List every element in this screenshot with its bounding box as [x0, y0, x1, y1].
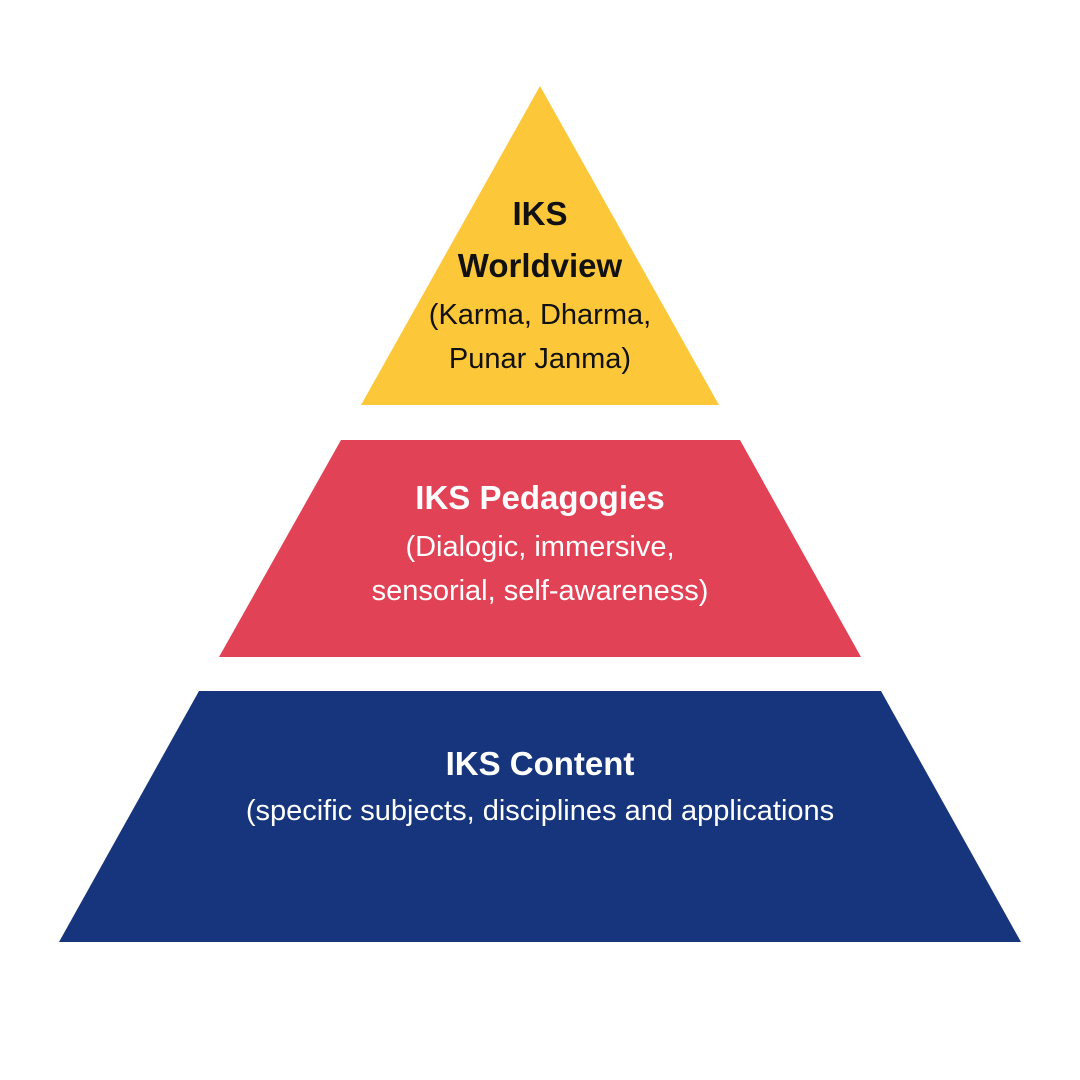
bottom-tier-label: IKS Content (specific subjects, discipli… [120, 746, 960, 836]
bottom-tier-trapezoid [59, 691, 1021, 942]
top-tier-title-line-2: Worldview [457, 247, 623, 284]
top-tier-label: IKS Worldview (Karma, Dharma, Punar Janm… [380, 196, 700, 388]
middle-tier-trapezoid [219, 440, 861, 657]
middle-tier-subtitle-line-2: sensorial, self-awareness) [371, 575, 709, 607]
middle-tier-subtitle-line-1: (Dialogic, immersive, [405, 531, 675, 563]
bottom-tier-title: IKS Content [445, 745, 635, 782]
bottom-tier-subtitle: (specific subjects, disciplines and appl… [245, 795, 835, 827]
top-tier-title-line-1: IKS [512, 195, 568, 232]
middle-tier-label: IKS Pedagogies (Dialogic, immersive, sen… [250, 480, 830, 620]
top-tier-subtitle-line-1: (Karma, Dharma, [428, 299, 652, 331]
top-tier-subtitle-line-2: Punar Janma) [448, 343, 632, 375]
middle-tier-title: IKS Pedagogies [415, 479, 665, 516]
top-tier-triangle [361, 86, 719, 405]
